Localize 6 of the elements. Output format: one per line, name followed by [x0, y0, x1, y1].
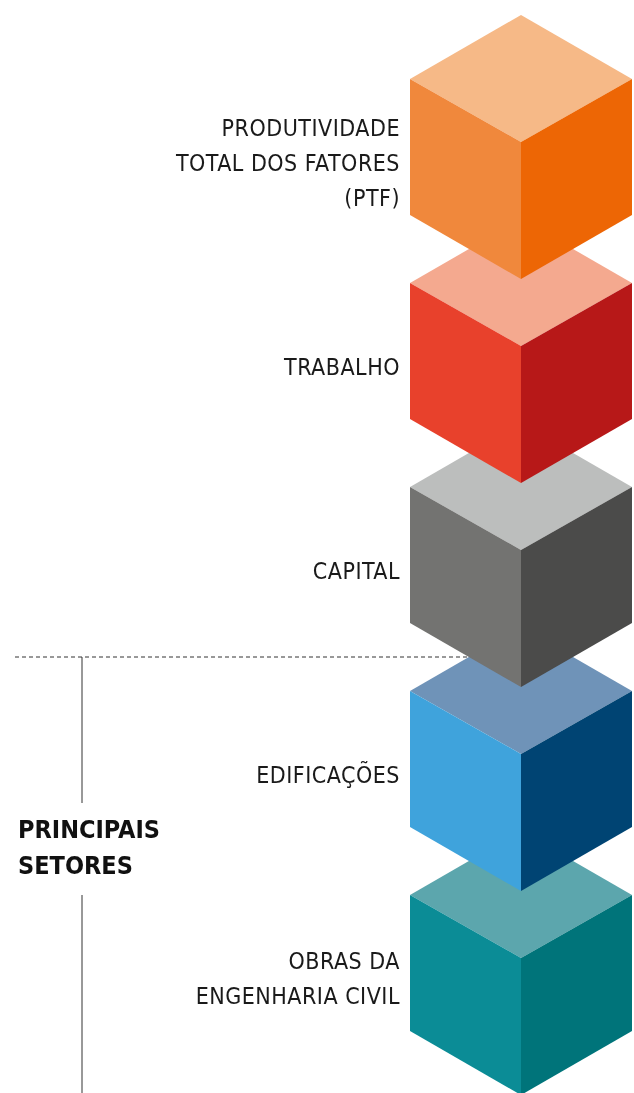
group-label: PRINCIPAIS SETORES — [18, 814, 161, 882]
cube-label: TRABALHO — [283, 352, 400, 382]
cube-label: OBRAS DA ENGENHARIA CIVIL — [194, 947, 400, 1011]
cube-label: CAPITAL — [311, 556, 400, 586]
cube-label: PRODUTIVIDADE TOTAL DOS FATORES (PTF) — [174, 113, 400, 213]
cube-label: EDIFICAÇÕES — [255, 760, 400, 790]
